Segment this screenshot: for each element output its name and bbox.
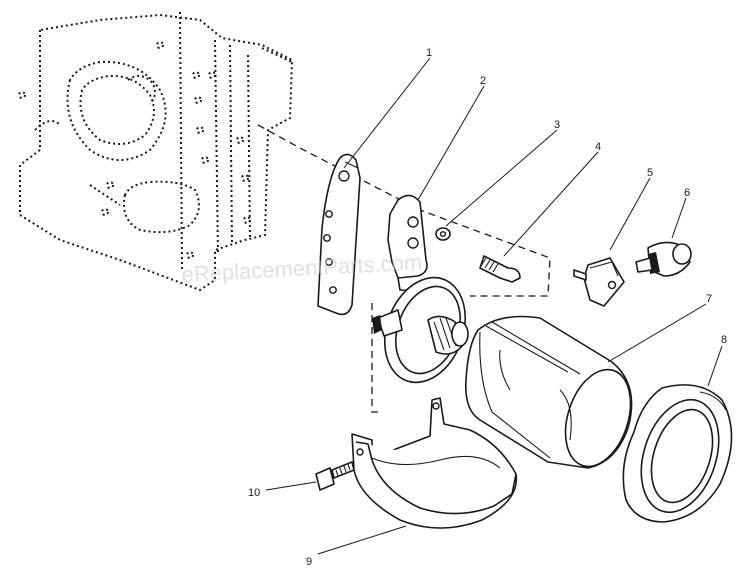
callout-3: 3 — [554, 119, 560, 131]
part-7-filter-canister — [464, 315, 633, 469]
part-1-mounting-bracket — [317, 153, 361, 316]
callout-2: 2 — [480, 75, 486, 87]
part-5-fitting-block — [573, 257, 625, 307]
callout-leaders — [265, 57, 723, 555]
engine-block — [18, 11, 294, 292]
callout-6: 6 — [684, 187, 690, 199]
part-9-shroud — [351, 397, 518, 529]
watermark: eReplacementParts.com — [181, 249, 423, 287]
assembly-center-line — [257, 124, 551, 297]
part-6-sensor — [635, 241, 692, 277]
callout-7: 7 — [706, 293, 712, 305]
callout-10: 10 — [248, 487, 260, 499]
callout-1: 1 — [426, 47, 432, 59]
part-3-washer — [435, 227, 451, 241]
part-2-filter-head-bracket — [387, 194, 431, 293]
callout-numbers: 1 2 3 4 5 6 7 8 9 10 — [248, 47, 727, 568]
part-8-retaining-ring — [622, 384, 733, 523]
part-4-bolt — [479, 255, 521, 283]
callout-5: 5 — [647, 167, 653, 179]
bolt-center-line — [371, 303, 380, 413]
callout-8: 8 — [721, 334, 727, 346]
part-10-screw — [315, 461, 355, 491]
callout-4: 4 — [595, 141, 601, 153]
callout-9: 9 — [306, 556, 312, 568]
filter-head-adapter — [372, 276, 469, 384]
